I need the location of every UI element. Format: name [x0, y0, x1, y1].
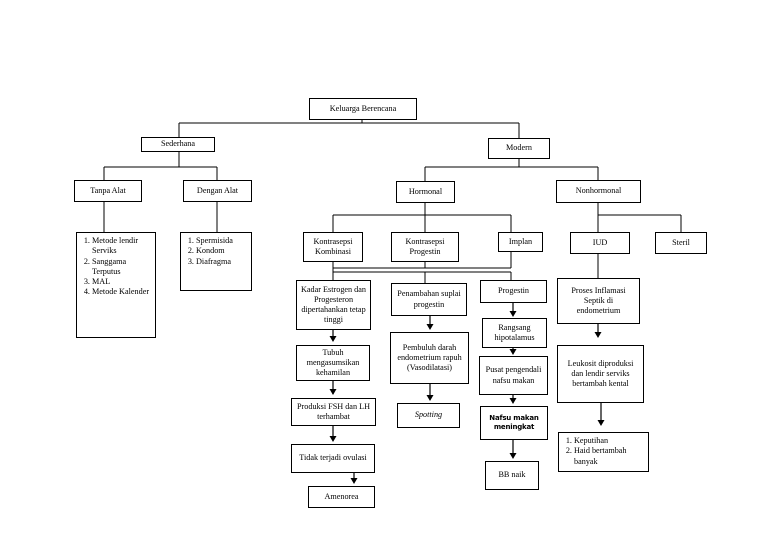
- node-nafsu-makan: Nafsu makan meningkat: [480, 406, 548, 440]
- list-item: Keputihan: [574, 436, 644, 446]
- node-label: Amenorea: [324, 491, 359, 501]
- node-tidak-ovulasi: Tidak terjadi ovulasi: [291, 444, 375, 473]
- list-item: Spermisida: [196, 236, 247, 246]
- list-dengan-alat: Spermisida Kondom Diafragma: [180, 232, 252, 291]
- node-label: Tubuh mengasumsikan kehamilan: [306, 347, 360, 378]
- node-label: Nafsu makan meningkat: [489, 414, 539, 431]
- node-label: Sederhana: [160, 139, 196, 149]
- arrowheads: [329, 311, 605, 484]
- node-label: Implan: [508, 236, 533, 246]
- list-item: Diafragma: [196, 257, 247, 267]
- node-kontrasepsi-kombinasi: Kontrasepsi Kombinasi: [303, 232, 363, 262]
- node-label: Tanpa Alat: [90, 185, 126, 195]
- node-amenorea: Amenorea: [308, 486, 375, 508]
- node-label: Modern: [506, 143, 532, 153]
- node-modern: Modern: [488, 138, 550, 159]
- node-label: Steril: [672, 237, 690, 247]
- node-tanpa-alat: Tanpa Alat: [74, 180, 142, 202]
- node-label: Keluarga Berencana: [329, 103, 397, 113]
- list-item: Haid bertambah banyak: [574, 446, 644, 467]
- node-label: Spotting: [414, 410, 443, 420]
- node-label: Penambahan suplai progestin: [397, 289, 461, 309]
- node-keluarga-berencana: Keluarga Berencana: [309, 98, 417, 120]
- node-progestin: Progestin: [480, 280, 547, 303]
- list-iud-effects: Keputihan Haid bertambah banyak: [558, 432, 649, 472]
- node-dengan-alat: Dengan Alat: [183, 180, 252, 202]
- list-tanpa-alat: Metode lendir Serviks Sanggama Terputus …: [76, 232, 156, 338]
- node-bb-naik: BB naik: [485, 461, 539, 490]
- node-label: Nonhormonal: [575, 186, 622, 196]
- list-item: Kondom: [196, 246, 247, 256]
- node-label: Leukosit diproduksi dan lendir serviks b…: [567, 358, 634, 389]
- node-produksi-fsh: Produksi FSH dan LH terhambat: [291, 398, 376, 426]
- node-label: Proses Inflamasi Septik di endometrium: [571, 285, 626, 316]
- node-tubuh-kehamilan: Tubuh mengasumsikan kehamilan: [296, 345, 370, 381]
- list-item: Sanggama Terputus: [92, 257, 151, 278]
- node-label: Pembuluh darah endometrium rapuh (Vasodi…: [397, 342, 462, 373]
- node-label: Progestin: [498, 286, 529, 296]
- node-label: Pusat pengendali nafsu makan: [485, 365, 542, 385]
- node-label: Kontrasepsi Kombinasi: [313, 236, 353, 256]
- list-item: Metode Kalender: [92, 287, 151, 297]
- node-label: Tidak terjadi ovulasi: [299, 453, 367, 463]
- node-label: IUD: [592, 237, 608, 247]
- node-penambahan-suplai: Penambahan suplai progestin: [391, 283, 467, 316]
- node-implan: Implan: [498, 232, 543, 252]
- list-item: MAL: [92, 277, 151, 287]
- list-item: Metode lendir Serviks: [92, 236, 151, 257]
- node-steril: Steril: [655, 232, 707, 254]
- node-rangsang-hipotalamus: Rangsang hipotalamus: [482, 318, 547, 348]
- node-pembuluh-darah: Pembuluh darah endometrium rapuh (Vasodi…: [390, 332, 469, 384]
- node-hormonal: Hormonal: [396, 181, 455, 203]
- node-iud: IUD: [570, 232, 630, 254]
- node-sederhana: Sederhana: [141, 137, 215, 152]
- node-spotting: Spotting: [397, 403, 460, 428]
- node-proses-inflamasi: Proses Inflamasi Septik di endometrium: [557, 278, 640, 324]
- node-label: Dengan Alat: [196, 185, 239, 195]
- node-leukosit: Leukosit diproduksi dan lendir serviks b…: [557, 345, 644, 403]
- node-label: Kontrasepsi Progestin: [405, 236, 445, 256]
- node-label: Kadar Estrogen dan Progesteron dipertaha…: [300, 284, 367, 325]
- node-kadar-estrogen: Kadar Estrogen dan Progesteron dipertaha…: [296, 280, 371, 330]
- node-pusat-pengendali: Pusat pengendali nafsu makan: [479, 356, 548, 395]
- node-label: Hormonal: [408, 186, 443, 196]
- node-label: BB naik: [498, 470, 526, 480]
- node-kontrasepsi-progestin: Kontrasepsi Progestin: [391, 232, 459, 262]
- node-label: Rangsang hipotalamus: [494, 322, 535, 342]
- node-nonhormonal: Nonhormonal: [556, 180, 641, 203]
- node-label: Produksi FSH dan LH terhambat: [296, 401, 370, 421]
